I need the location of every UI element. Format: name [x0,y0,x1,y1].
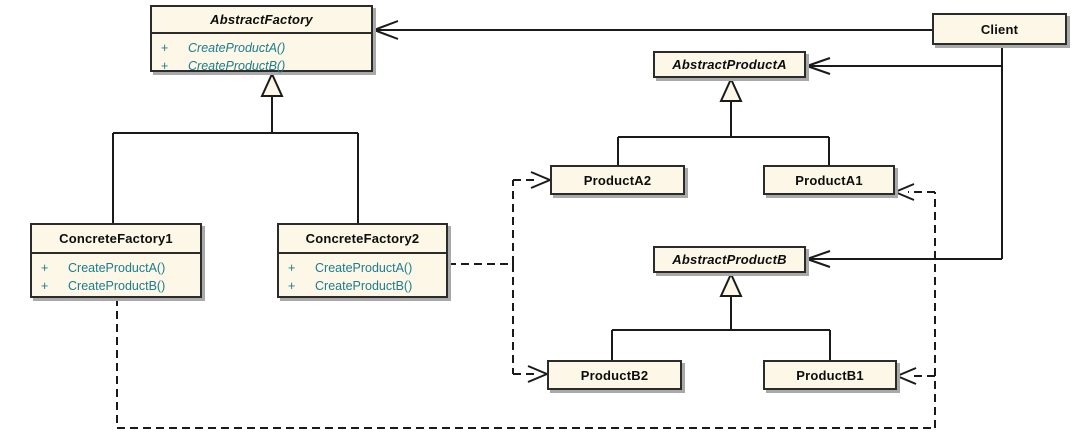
open-arrowhead-icon [806,57,831,75]
class-title: Client [980,21,1019,37]
method-signature: CreateProductA() [188,41,286,55]
open-arrowhead-icon [894,183,915,201]
generalization-products-b [611,271,831,360]
dependency-concretefactory1-products [116,183,936,429]
open-arrowhead-icon [896,367,917,385]
class-title: ProductA1 [795,172,863,188]
method-row: + CreateProductA() [152,39,371,57]
association-client-abstractproducts [806,45,1003,268]
method-compartment: + CreateProductA() + CreateProductB() [279,252,446,295]
open-arrowhead-icon [527,365,548,383]
open-arrowhead-icon [373,20,399,40]
open-arrowhead-icon [530,171,551,189]
class-title: ConcreteFactory2 [305,231,420,246]
class-abstractproducta[interactable]: AbstractProductA [653,51,806,78]
visibility-symbol: + [41,261,49,275]
class-title: ConcreteFactory1 [59,231,173,246]
class-productb2[interactable]: ProductB2 [547,360,682,390]
generalization-triangle-icon [719,271,743,297]
method-row: + CreateProductA() [32,259,200,277]
method-signature: CreateProductB() [315,279,413,293]
method-signature: CreateProductB() [68,279,166,293]
visibility-symbol: + [288,279,296,293]
class-title: AbstractProductB [672,252,787,267]
dependency-concretefactory2-products [448,171,551,383]
generalization-triangle-icon [260,71,284,97]
class-abstractfactory[interactable]: AbstractFactory + CreateProductA() + Cre… [150,5,373,75]
method-compartment: + CreateProductA() + CreateProductB() [152,32,371,75]
class-productb1[interactable]: ProductB1 [763,360,897,390]
class-title: AbstractProductA [672,57,787,72]
generalization-triangle-icon [719,76,743,102]
method-signature: CreateProductA() [315,261,413,275]
association-client-abstractfactory [373,20,932,40]
method-row: + CreateProductB() [152,57,371,75]
method-row: + CreateProductA() [279,259,446,277]
class-concretefactory1[interactable]: ConcreteFactory1 + CreateProductA() + Cr… [30,223,202,298]
class-concretefactory2[interactable]: ConcreteFactory2 + CreateProductA() + Cr… [277,223,448,298]
class-producta2[interactable]: ProductA2 [550,165,685,195]
class-client[interactable]: Client [932,13,1067,45]
class-title: AbstractFactory [210,12,313,27]
class-title: ProductA2 [583,172,652,188]
class-abstractproductb[interactable]: AbstractProductB [653,246,806,273]
method-row: + CreateProductB() [32,277,200,295]
open-arrowhead-icon [806,250,831,268]
visibility-symbol: + [288,261,296,275]
class-producta1[interactable]: ProductA1 [763,165,895,195]
visibility-symbol: + [161,41,169,55]
generalization-products-a [617,76,830,165]
generalization-factories [112,71,359,223]
method-row: + CreateProductB() [279,277,446,295]
class-title: ProductB2 [580,367,649,383]
method-signature: CreateProductA() [68,261,166,275]
method-compartment: + CreateProductA() + CreateProductB() [32,252,200,295]
method-signature: CreateProductB() [188,59,286,73]
visibility-symbol: + [161,59,169,73]
visibility-symbol: + [41,279,49,293]
class-title: ProductB1 [796,367,864,383]
